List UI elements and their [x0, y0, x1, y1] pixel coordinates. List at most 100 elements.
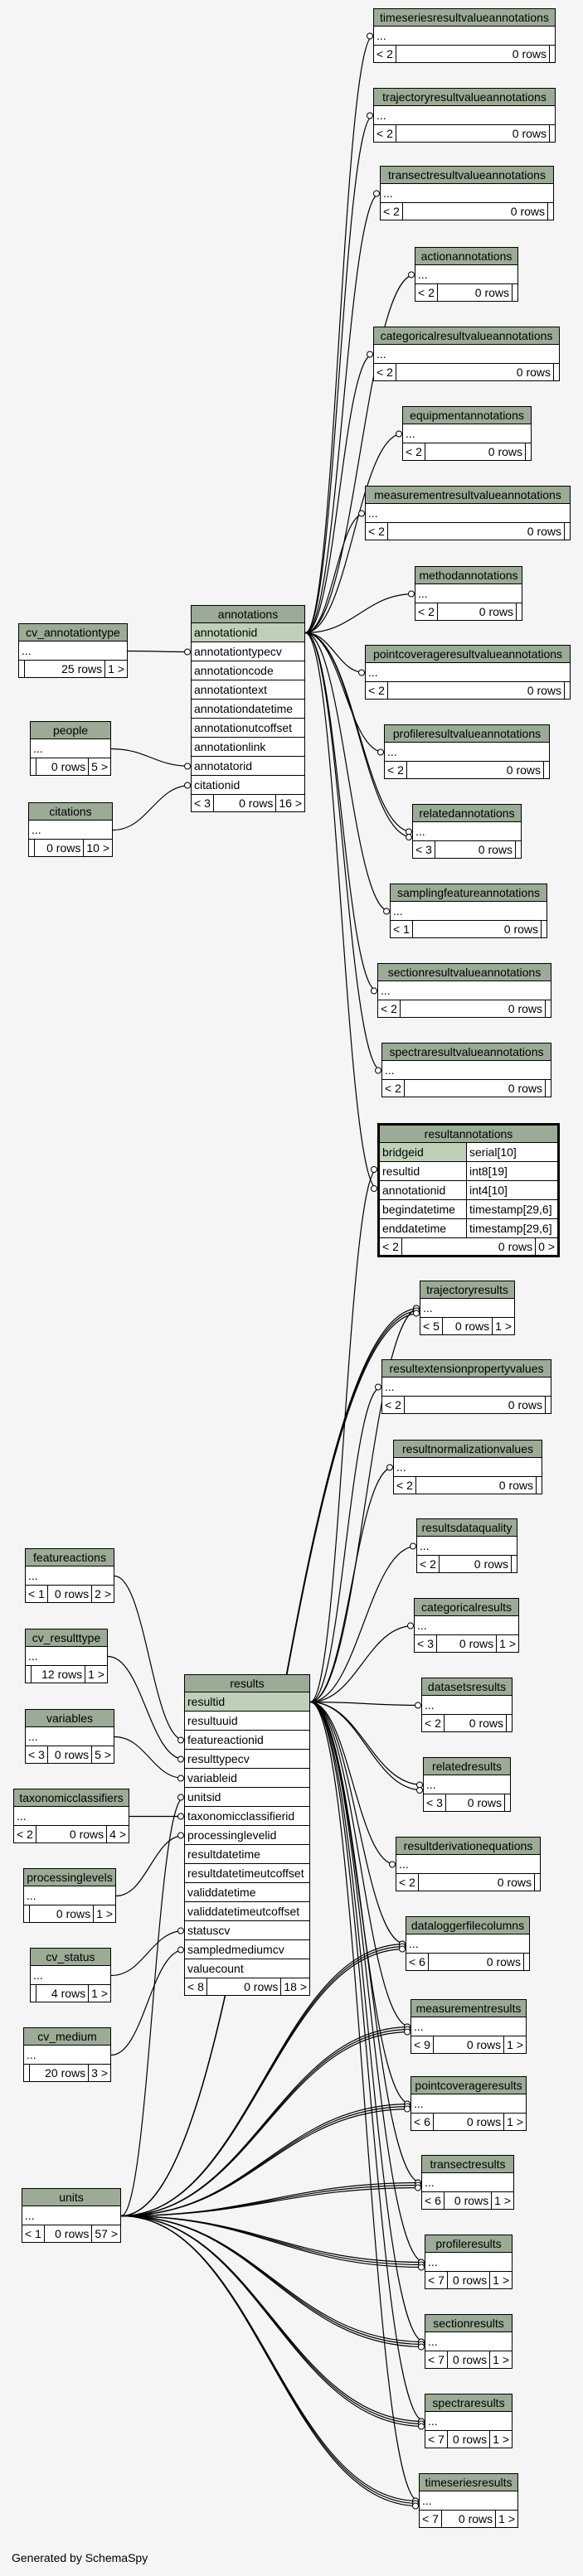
- table-title[interactable]: processinglevels: [24, 1869, 115, 1886]
- table-title[interactable]: methodannotations: [415, 567, 522, 584]
- table-title[interactable]: timeseriesresults: [420, 2474, 517, 2491]
- table-title[interactable]: resultnormalizationvalues: [394, 1441, 542, 1458]
- table-title[interactable]: categoricalresultvalueannotations: [374, 327, 559, 345]
- table-title[interactable]: resultsdataquality: [417, 1519, 517, 1537]
- children-count: 1 >: [493, 2353, 509, 2366]
- table-title[interactable]: units: [22, 2189, 120, 2206]
- table-title[interactable]: pointcoverageresults: [411, 2077, 526, 2094]
- table-title[interactable]: pointcoverageresultvalueannotations: [366, 646, 570, 663]
- column-row: sampledmediumcv: [185, 1940, 309, 1959]
- fk-marker: [404, 2028, 411, 2036]
- table-title[interactable]: trajectoryresults: [420, 1281, 514, 1299]
- table-title[interactable]: sectionresults: [425, 2315, 512, 2332]
- table-title[interactable]: results: [185, 1675, 309, 1692]
- table-title[interactable]: transectresults: [422, 2156, 513, 2173]
- table-title[interactable]: annotations: [192, 606, 304, 623]
- table-title[interactable]: equipmentannotations: [403, 407, 531, 424]
- table-title[interactable]: cv_annotationtype: [19, 624, 127, 642]
- table-title[interactable]: resultannotations: [380, 1126, 557, 1143]
- edge-results-measurementresults: [309, 1701, 411, 2028]
- table-title[interactable]: relatedresults: [424, 1758, 510, 1775]
- table-title[interactable]: variables: [26, 1710, 114, 1727]
- table-title[interactable]: measurementresultvalueannotations: [366, 487, 570, 504]
- row-count: 25 rows: [25, 661, 106, 677]
- table-title[interactable]: profileresultvalueannotations: [385, 725, 549, 743]
- edge-results-spectraresults: [309, 1701, 425, 2423]
- row-count: 0 rows: [388, 682, 565, 699]
- table-title[interactable]: relatedannotations: [413, 805, 521, 822]
- column-type: serial[10]: [469, 1145, 517, 1159]
- table-title[interactable]: actionannotations: [415, 248, 517, 265]
- table-pointcoverageresultvalueannotations[interactable]: pointcoverageresultvalueannotations...< …: [365, 645, 571, 700]
- table-title[interactable]: measurementresults: [411, 2000, 526, 2017]
- table-title[interactable]: datasetsresults: [422, 1678, 512, 1696]
- table-title[interactable]: resultextensionpropertyvalues: [382, 1360, 551, 1378]
- table-title[interactable]: spectraresultvalueannotations: [382, 1043, 551, 1061]
- table-title[interactable]: people: [31, 722, 110, 739]
- table-title[interactable]: timeseriesresultvalueannotations: [374, 9, 555, 27]
- table-title[interactable]: cv_medium: [24, 2028, 110, 2046]
- table-title[interactable]: cv_status: [31, 1949, 110, 1966]
- table-title[interactable]: transectresultvalueannotations: [381, 167, 553, 184]
- table-title[interactable]: cv_resulttype: [26, 1629, 107, 1647]
- table-title[interactable]: sectionresultvalueannotations: [378, 964, 551, 981]
- table-title[interactable]: profileresults: [425, 2235, 512, 2253]
- table-title[interactable]: featureactions: [26, 1549, 114, 1566]
- edge-people-annotations: [110, 748, 192, 767]
- edge-processinglevels-results: [115, 1834, 185, 1897]
- table-title[interactable]: citations: [29, 803, 112, 821]
- table-title[interactable]: spectraresults: [425, 2394, 512, 2412]
- table-title[interactable]: resultderivationequations: [396, 1838, 540, 1855]
- table-title[interactable]: categoricalresults: [415, 1599, 518, 1616]
- table-title[interactable]: trajectoryresultvalueannotations: [374, 89, 555, 106]
- children-count: [565, 682, 570, 699]
- parents-count: [29, 840, 35, 856]
- table-title[interactable]: taxonomicclassifiers: [14, 1789, 129, 1807]
- table-title[interactable]: samplingfeatureannotations: [391, 884, 547, 902]
- table-title[interactable]: dataloggerfilecolumns: [406, 1917, 529, 1934]
